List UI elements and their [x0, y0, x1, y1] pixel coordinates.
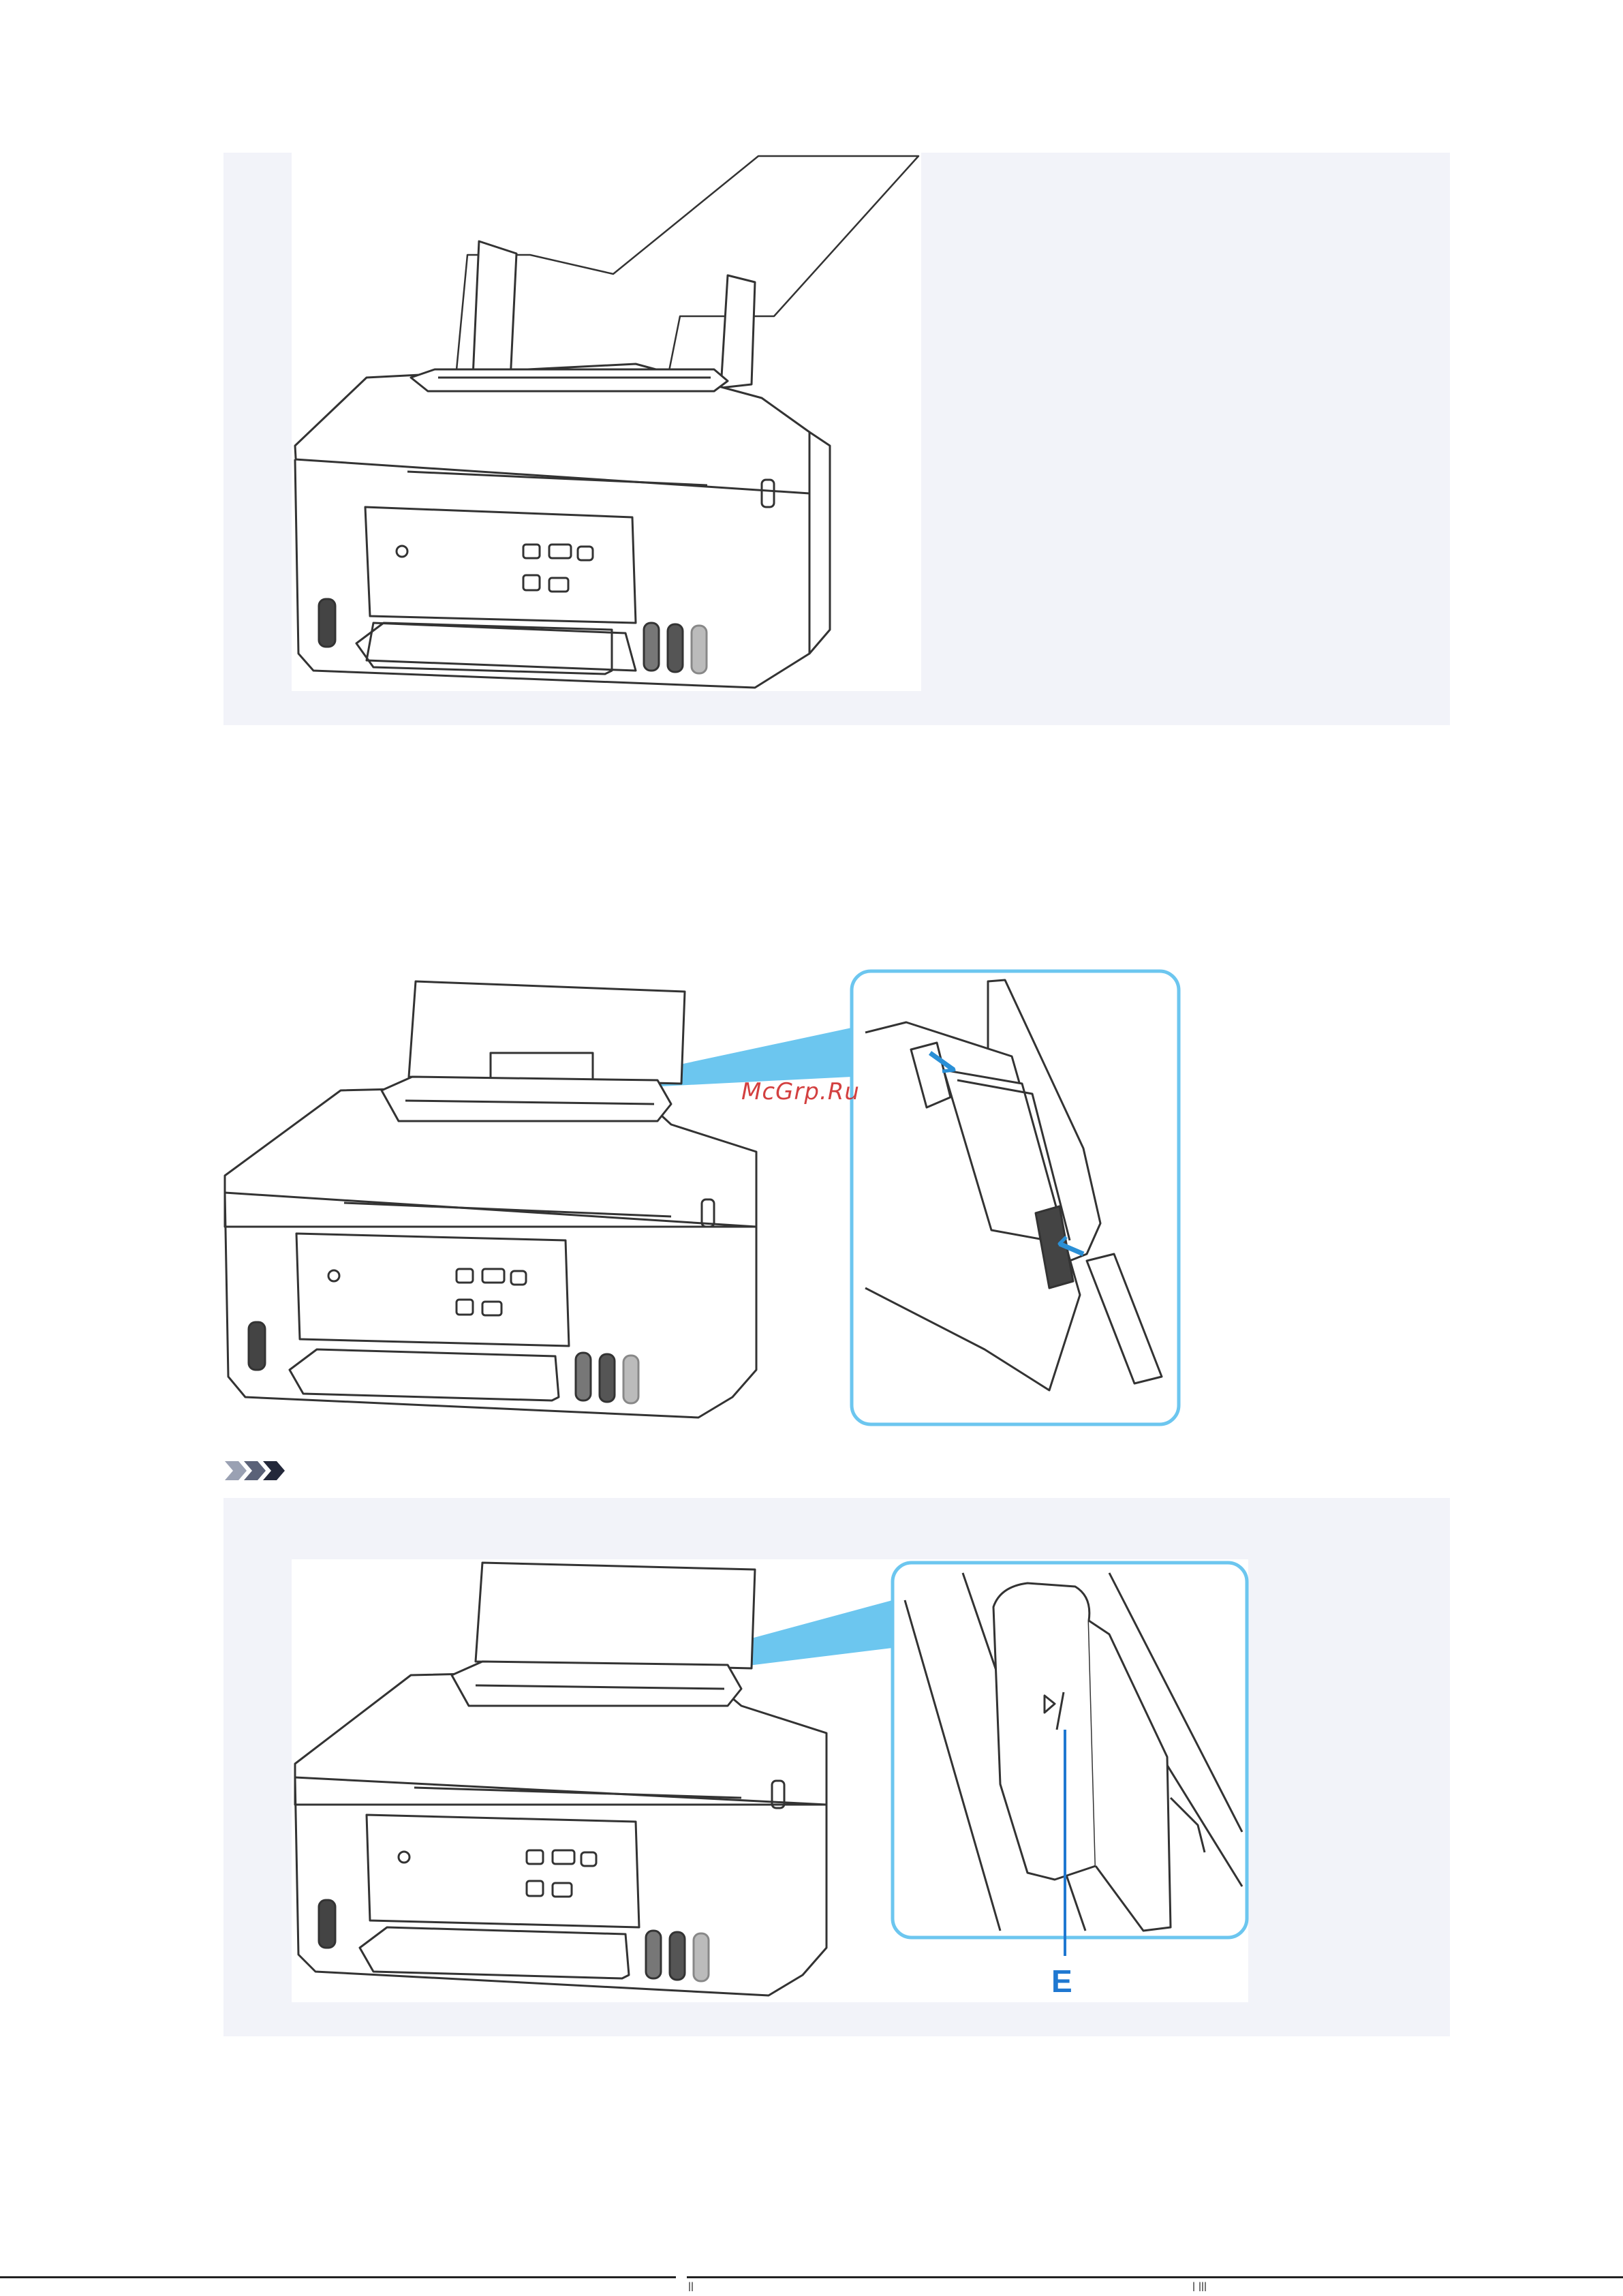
bottom-rule-right — [687, 2276, 1623, 2278]
bottom-rule-left — [0, 2276, 676, 2278]
printer-guide-mark-illustration — [292, 1559, 1248, 2002]
callout-label-e: E — [1051, 1963, 1072, 2000]
printer-drawing-1 — [292, 153, 921, 691]
footer-mark-right: l lll — [1192, 2280, 1207, 2295]
printer-long-paper-illustration — [292, 153, 921, 691]
printer-drawing-3 — [292, 1559, 1248, 2002]
watermark-text: McGrp.Ru — [741, 1078, 860, 1105]
printer-drawing-2 — [221, 968, 1182, 1428]
footer-mark-left: ll — [688, 2280, 694, 2295]
note-chevrons-svg — [223, 1457, 286, 1484]
note-chevrons-icon — [223, 1457, 286, 1484]
printer-paper-guide-illustration — [221, 968, 1182, 1428]
